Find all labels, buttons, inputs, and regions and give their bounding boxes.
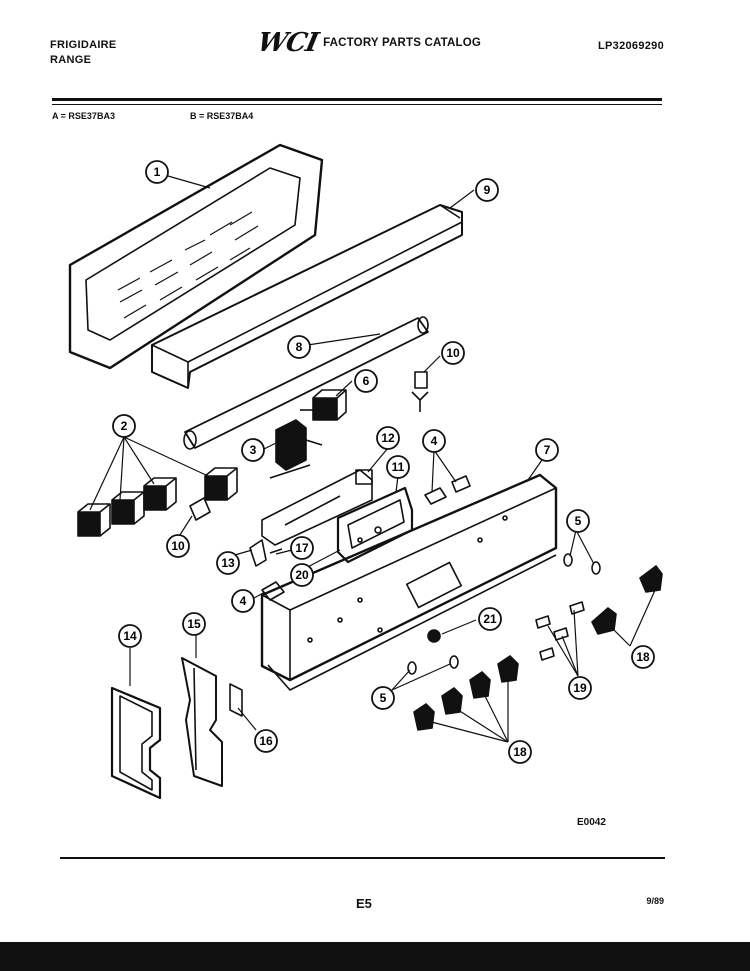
part-knobs-bottom [413, 655, 519, 731]
callout-label: 3 [250, 443, 257, 457]
callout-17: 17 [290, 536, 314, 560]
callouts: 1 9 8 10 6 2 3 12 4 7 11 10 13 17 20 5 4… [112, 160, 655, 764]
leader-lines [89, 175, 657, 743]
revision-date: 9/89 [646, 896, 664, 906]
callout-5-lower: 5 [371, 686, 395, 710]
callout-label: 9 [484, 183, 491, 197]
part-clip-4-upper [424, 475, 471, 505]
callout-6: 6 [354, 369, 378, 393]
drawing-code: E0042 [577, 817, 606, 828]
part-clock-frame [336, 486, 414, 564]
part-control-panel [260, 473, 558, 691]
callout-label: 18 [636, 650, 650, 664]
part-hardware-13 [249, 539, 267, 567]
callout-8: 8 [287, 335, 311, 359]
callout-18-bottom: 18 [508, 740, 532, 764]
callout-1: 1 [145, 160, 169, 184]
callout-label: 7 [544, 443, 551, 457]
header-rule-thick [52, 98, 662, 101]
callout-4-upper: 4 [422, 429, 446, 453]
part-clip-4-lower [261, 581, 285, 601]
part-grommet [427, 629, 441, 643]
part-side-bracket [181, 657, 223, 787]
callout-15: 15 [182, 612, 206, 636]
callout-11: 11 [386, 455, 410, 479]
callout-label: 5 [380, 691, 387, 705]
catalog-number: LP32069290 [598, 40, 664, 52]
header-rule-thin [52, 104, 662, 105]
catalog-title: FACTORY PARTS CATALOG [323, 37, 482, 49]
callout-label: 11 [392, 460, 405, 474]
callout-3: 3 [241, 438, 265, 462]
part-light-tube [183, 316, 429, 450]
callout-20: 20 [290, 563, 314, 587]
callout-label: 18 [513, 745, 527, 759]
callout-label: 1 [154, 165, 161, 179]
part-bracket-upper [411, 371, 429, 412]
callout-label: 10 [171, 539, 185, 553]
callout-label: 13 [221, 556, 235, 570]
part-gasket [110, 686, 162, 800]
scan-border [0, 942, 750, 971]
product-type: RANGE [50, 54, 92, 66]
callout-label: 17 [295, 541, 309, 555]
part-switch-3 [269, 419, 323, 479]
callout-16: 16 [254, 729, 278, 753]
callout-9: 9 [475, 178, 499, 202]
model-b-label: B = RSE37BA4 [190, 111, 254, 121]
callout-label: 15 [187, 617, 201, 631]
callout-5-upper: 5 [566, 509, 590, 533]
callout-10-upper: 10 [441, 341, 465, 365]
callout-label: 10 [446, 346, 460, 360]
part-trim-bar [151, 204, 463, 389]
footer-rule [60, 857, 665, 859]
callout-12: 12 [376, 426, 400, 450]
callout-2: 2 [112, 414, 136, 438]
part-bulbs-upper [563, 553, 601, 575]
callout-19: 19 [568, 676, 592, 700]
part-back-panel [68, 143, 324, 370]
callout-7: 7 [535, 438, 559, 462]
catalog-header: WCI FACTORY PARTS CATALOG [255, 28, 482, 58]
page-number: E5 [356, 896, 372, 911]
callout-label: 8 [296, 340, 303, 354]
callout-4-lower: 4 [231, 589, 255, 613]
callout-14: 14 [118, 624, 142, 648]
callout-label: 12 [381, 431, 395, 445]
callout-21: 21 [478, 607, 502, 631]
callout-label: 4 [240, 594, 247, 608]
part-bulbs-lower [407, 655, 459, 675]
brand-name: FRIGIDAIRE [50, 39, 117, 51]
callout-label: 4 [431, 434, 438, 448]
callout-10-lower: 10 [166, 534, 190, 558]
callout-label: 16 [259, 734, 273, 748]
callout-label: 19 [573, 681, 587, 695]
callout-label: 2 [121, 419, 128, 433]
part-knobs-right [591, 565, 663, 635]
callout-label: 6 [363, 374, 370, 388]
callout-label: 14 [123, 629, 137, 643]
part-switch-6 [300, 389, 347, 421]
model-a-label: A = RSE37BA3 [52, 111, 115, 121]
part-clip-lower [189, 497, 211, 521]
callout-label: 5 [575, 514, 582, 528]
part-small-plate [229, 683, 243, 717]
callout-13: 13 [216, 551, 240, 575]
brand-block: FRIGIDAIRE RANGE [50, 38, 117, 68]
part-screw-17 [269, 548, 283, 554]
part-indicator-plate [261, 469, 373, 546]
callout-label: 20 [295, 568, 309, 582]
part-switches-2 [77, 467, 238, 537]
callout-label: 21 [483, 612, 497, 626]
callout-18-right: 18 [631, 645, 655, 669]
